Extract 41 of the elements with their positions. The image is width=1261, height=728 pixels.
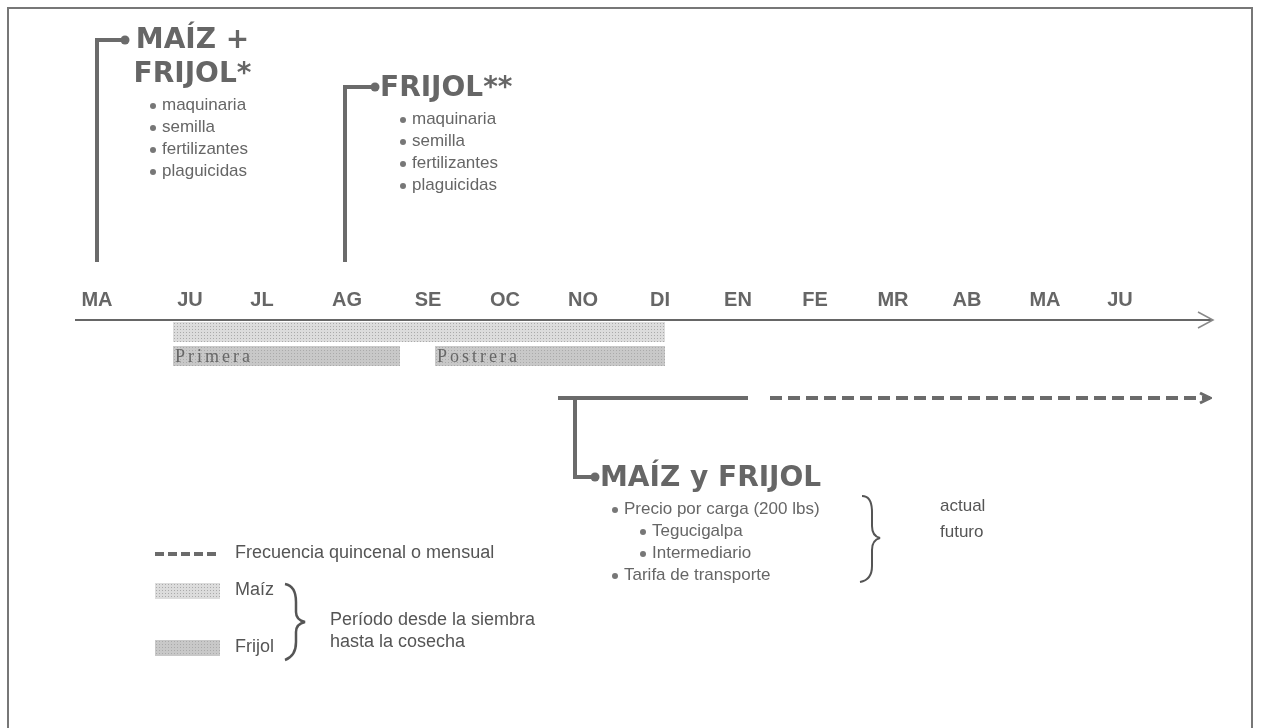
list-item: maquinaria — [400, 108, 550, 130]
month-label: JL — [249, 288, 275, 311]
list-item: semilla — [150, 116, 290, 138]
list-item: Intermediario — [640, 542, 840, 564]
list-item: plaguicidas — [400, 174, 550, 196]
month-label: MA — [80, 288, 114, 311]
note: Período desde la siembra hasta la cosecha — [330, 608, 537, 652]
month-label: EN — [723, 288, 753, 311]
legend-text: Frecuencia quincenal o mensual — [235, 542, 495, 563]
leader-line — [343, 82, 380, 262]
month-label: NO — [567, 288, 599, 311]
list-item: maquinaria — [150, 94, 290, 116]
leader-line — [573, 398, 600, 482]
leader-line — [95, 35, 130, 262]
period-bar: Postrera — [435, 346, 665, 366]
period-bar: Primera — [173, 346, 400, 366]
period-bar — [173, 322, 665, 342]
month-label: OC — [489, 288, 521, 311]
list-item: semilla — [400, 130, 550, 152]
month-label: DI — [649, 288, 671, 311]
list-item: plaguicidas — [150, 160, 290, 182]
month-label: AG — [331, 288, 363, 311]
list-item: fertilizantes — [150, 138, 290, 160]
heading: MAÍZ y FRIJOL — [600, 460, 823, 494]
heading: MAÍZ + FRIJOL* — [132, 22, 253, 90]
label: actual — [940, 496, 986, 516]
list-item: Tarifa de transporte — [612, 564, 840, 586]
legend-text: Maíz — [235, 579, 274, 600]
heading: FRIJOL** — [380, 70, 514, 104]
list-item: fertilizantes — [400, 152, 550, 174]
legend-text: Frijol — [235, 636, 274, 657]
month-label: AB — [951, 288, 983, 311]
month-label: JU — [1106, 288, 1134, 311]
month-label: JU — [176, 288, 204, 311]
month-label: FE — [801, 288, 829, 311]
month-label: MA — [1028, 288, 1062, 311]
list-item: Tegucigalpa — [640, 520, 840, 542]
list-item: Precio por carga (200 lbs) — [612, 498, 840, 520]
month-label: SE — [413, 288, 443, 311]
label: futuro — [940, 522, 984, 542]
month-label: MR — [876, 288, 910, 311]
